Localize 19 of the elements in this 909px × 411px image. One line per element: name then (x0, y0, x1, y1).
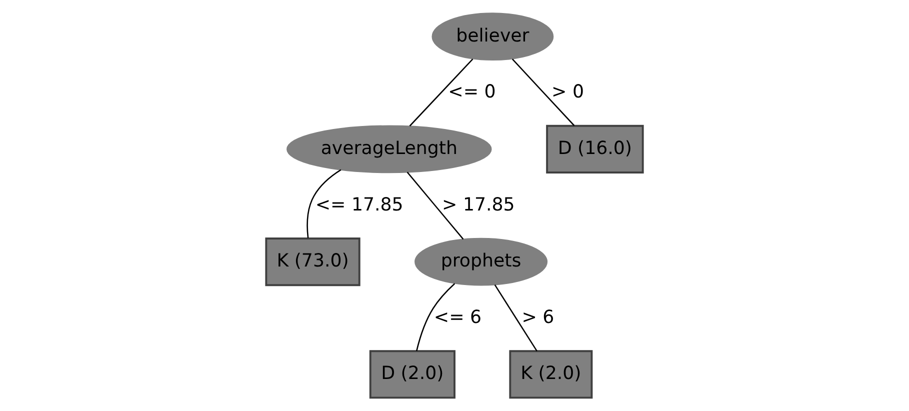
node-box: K (73.0) (265, 238, 360, 286)
node-ellipse: averageLength (286, 125, 492, 174)
connector (406, 172, 464, 240)
node-box: D (16.0) (546, 124, 644, 174)
connector (306, 169, 342, 238)
edge-label: > 0 (552, 82, 584, 103)
edge-label: <= 17.85 (315, 194, 404, 216)
edge-label: > 17.85 (442, 194, 515, 216)
node-box: D (2.0) (369, 350, 456, 399)
connector (409, 58, 474, 126)
edge-label: <= 6 (434, 306, 482, 328)
node-ellipse: prophets (414, 238, 548, 286)
edge-label: <= 0 (448, 82, 496, 103)
node-ellipse: believer (432, 12, 554, 61)
connector (494, 284, 538, 352)
connector (416, 283, 456, 352)
connector (512, 58, 575, 126)
node-box: K (2.0) (509, 350, 593, 399)
edge-label: > 6 (522, 306, 554, 328)
